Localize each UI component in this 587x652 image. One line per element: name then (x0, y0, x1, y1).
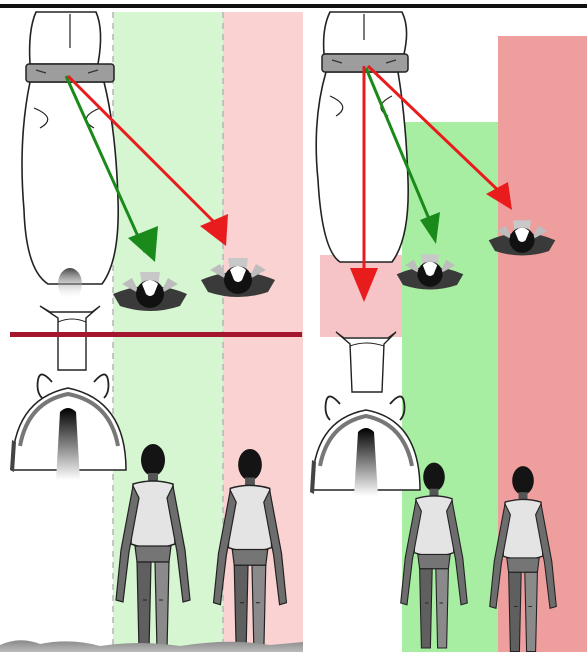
horse-top-view-icon (22, 12, 118, 300)
right-green-zone (402, 122, 498, 652)
left-panel (0, 12, 303, 652)
panel-separator (303, 8, 306, 652)
right-pink-zone (320, 255, 402, 337)
divider-line (10, 332, 302, 337)
top-rule (0, 4, 587, 8)
right-panel (310, 12, 587, 652)
